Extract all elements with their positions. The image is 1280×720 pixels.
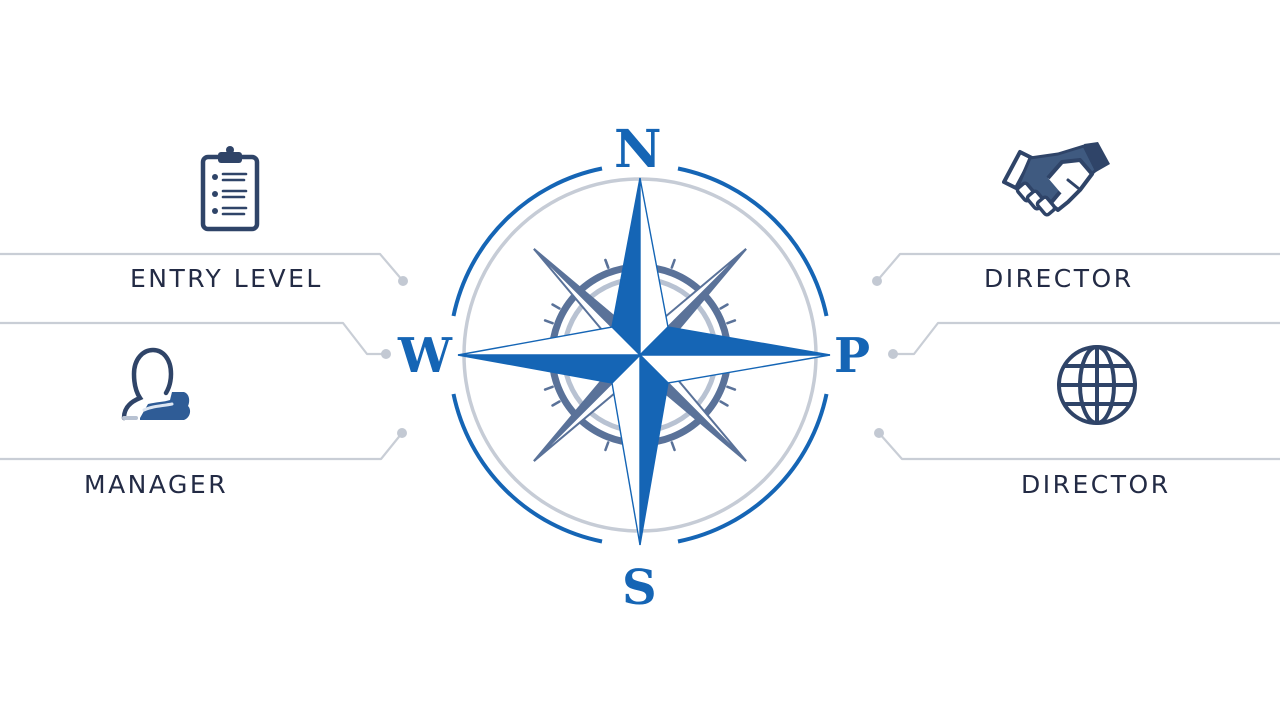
compass-east-label: P bbox=[834, 328, 871, 384]
connector-left-middle bbox=[0, 321, 386, 356]
connector-node bbox=[888, 349, 898, 359]
connector-node bbox=[381, 349, 391, 359]
label-director-bottom: DIRECTOR bbox=[1021, 470, 1171, 499]
compass-south-label: S bbox=[622, 560, 657, 616]
globe-icon bbox=[1057, 345, 1137, 425]
outer-ring-arc bbox=[451, 393, 603, 544]
connector-node bbox=[397, 428, 407, 438]
connector-right-middle bbox=[893, 321, 1280, 356]
compass-west-label: W bbox=[398, 328, 452, 384]
handshake-icon bbox=[1002, 142, 1110, 217]
label-entry-level: ENTRY LEVEL bbox=[130, 264, 323, 293]
cardinal-star bbox=[457, 177, 831, 546]
connector-left-bottom bbox=[0, 432, 403, 461]
label-manager: MANAGER bbox=[84, 470, 229, 499]
connector-node bbox=[874, 428, 884, 438]
compass-north-label: N bbox=[614, 119, 662, 180]
connector-left-top bbox=[0, 252, 404, 282]
outer-ring-arc bbox=[677, 166, 829, 317]
connector-node bbox=[398, 276, 408, 286]
connector-right-top bbox=[876, 252, 1280, 282]
connector-right-bottom bbox=[878, 432, 1280, 461]
outer-ring-arc bbox=[451, 166, 603, 317]
outer-ring-arc bbox=[677, 393, 829, 544]
clipboard-icon bbox=[200, 146, 260, 232]
user-icon bbox=[121, 347, 191, 421]
connector-node bbox=[872, 276, 882, 286]
label-director-top: DIRECTOR bbox=[984, 264, 1134, 293]
